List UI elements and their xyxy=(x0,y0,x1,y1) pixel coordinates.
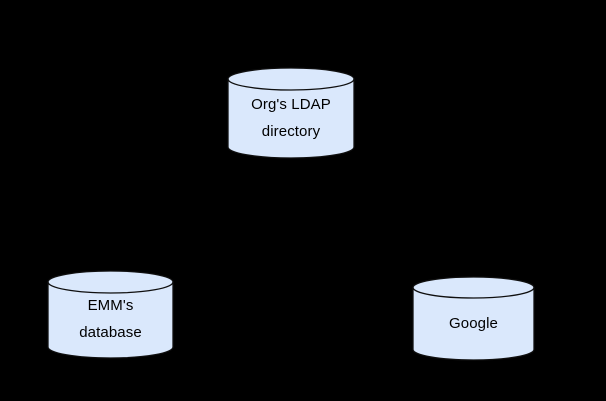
node-google[interactable]: Google xyxy=(412,276,535,361)
cylinder-shape-ldap xyxy=(227,67,355,159)
cylinder-shape-google xyxy=(412,276,535,361)
node-org-ldap-directory[interactable]: Org's LDAP directory xyxy=(227,67,355,159)
node-emm-database[interactable]: EMM's database xyxy=(47,270,174,359)
cylinder-shape-emm xyxy=(47,270,174,359)
